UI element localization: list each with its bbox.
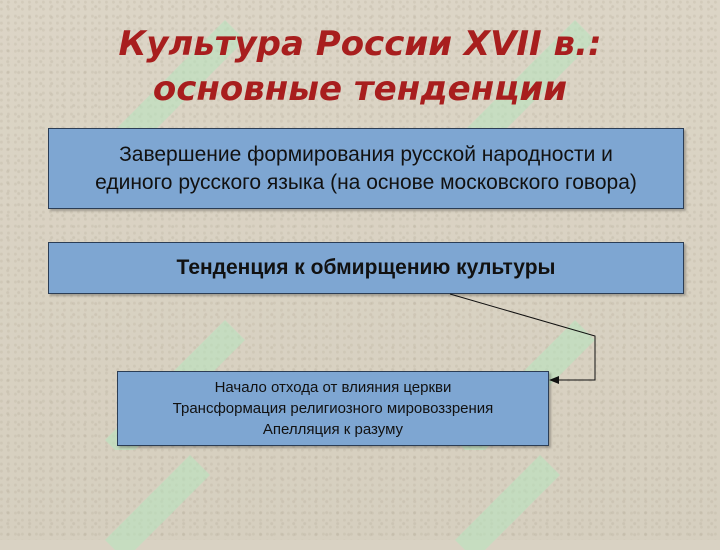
secularization-label: Тенденция к обмирщению культуры xyxy=(176,256,556,279)
language-formation-box: Завершение формирования русской народнос… xyxy=(48,128,684,209)
watermark-logo-icon xyxy=(105,455,210,550)
watermark-logo-icon xyxy=(455,455,560,550)
language-formation-line-1: Завершение формирования русской народнос… xyxy=(119,142,613,166)
title-line-2: основные тенденции xyxy=(152,69,568,109)
detail-item: Начало отхода от влияния церкви xyxy=(214,379,452,396)
secularization-box: Тенденция к обмирщению культуры xyxy=(48,242,684,294)
language-formation-line-2: единого русского языка (на основе москов… xyxy=(95,170,637,194)
detail-item: Апелляция к разуму xyxy=(262,421,404,438)
detail-item: Трансформация религиозного мировоззрения xyxy=(172,400,494,417)
slide-title: Культура России XVII в.: основные тенден… xyxy=(0,22,720,112)
title-line-1: Культура России XVII в.: xyxy=(118,24,602,64)
secularization-details-box: Начало отхода от влияния церкви Трансфор… xyxy=(117,371,549,446)
